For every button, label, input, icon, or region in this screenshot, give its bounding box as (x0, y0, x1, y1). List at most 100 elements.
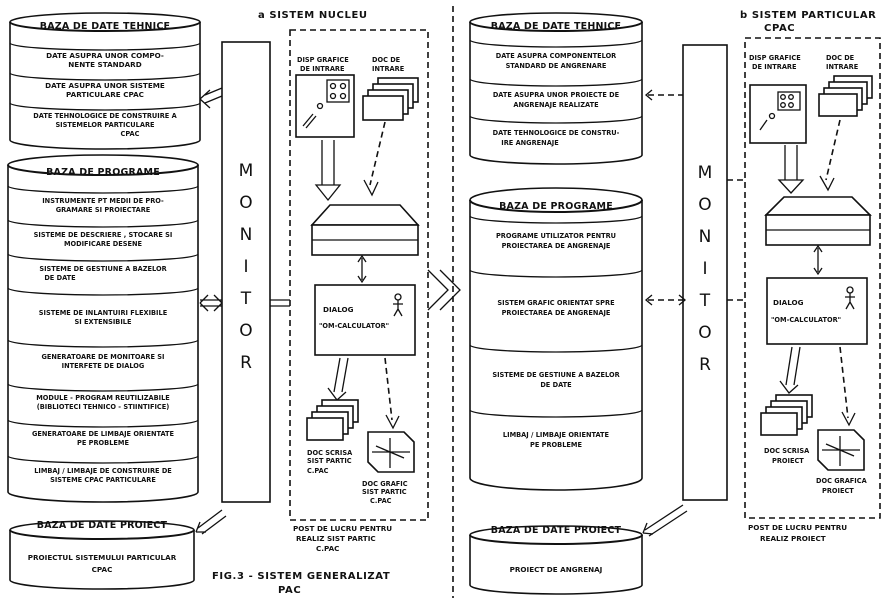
left-ws-caption-c: C.PAC (316, 544, 339, 553)
right-ws-doc-label-a: DOC DE (826, 54, 855, 62)
left-prog-item-1b: GRAMARE SI PROIECTARE (56, 206, 151, 214)
right-tech-db-item-2b: ANGRENAJE REALIZATE (513, 101, 599, 109)
figure-caption-2: PAC (278, 585, 301, 596)
right-tech-db-item-1a: DATE ASUPRA COMPONENTELOR (496, 52, 617, 60)
left-workstation: DISP GRAFICE DE INTRARE DOC DE INTRARE D… (290, 30, 428, 553)
left-tech-db-item-3b: SISTEMELOR PARTICULARE (55, 121, 155, 129)
right-project-db: BAZA DE DATE PROIECT PROIECT DE ANGRENAJ (470, 525, 642, 594)
left-prog-item-5b: INTERFETE DE DIALOG (62, 362, 145, 370)
right-ws-caption-b: REALIZ PROIECT (760, 534, 826, 543)
right-heading-2: CPAC (764, 23, 795, 34)
right-project-db-item: PROIECT DE ANGRENAJ (510, 565, 603, 574)
left-project-db-title: BAZA DE DATE PROIECT (37, 520, 168, 531)
right-ws-caption-a: POST DE LUCRU PENTRU (748, 523, 847, 532)
left-project-db-item-b: CPAC (92, 565, 113, 574)
left-prog-item-6b: (BIBLIOTECI TEHNICO - STIINTIFICE) (37, 403, 170, 411)
right-ws-doc-label-b: INTRARE (826, 63, 859, 71)
left-prog-item-4a: SISTEME DE INLANTUIRI FLEXIBILE (39, 309, 168, 317)
left-project-db: BAZA DE DATE PROIECT PROIECTUL SISTEMULU… (10, 520, 194, 589)
right-prog-item-1b: PROIECTAREA DE ANGRENAJE (502, 242, 611, 250)
right-tech-db: BAZA DE DATE TEHNICE DATE ASUPRA COMPONE… (470, 13, 642, 164)
right-monitor-letter-5: T (699, 291, 711, 311)
right-prog-item-4b: PE PROBLEME (530, 441, 582, 449)
left-tech-db-title: BAZA DE DATE TEHNICE (40, 21, 170, 32)
left-input-docs-stack (363, 78, 418, 120)
left-prog-item-4b: SI EXTENSIBILE (75, 318, 132, 326)
right-tech-db-item-1b: STANDARD DE ANGRENARE (506, 62, 607, 70)
left-output-graphic-doc (368, 432, 414, 472)
left-prog-item-7b: PE PROBLEME (77, 439, 129, 447)
right-output-graphic-doc (818, 430, 864, 470)
left-tech-db-item-3a: DATE TEHNOLOGICE DE CONSTRUIRE A (33, 112, 177, 120)
left-ws-doc-label-b: INTRARE (372, 65, 405, 73)
right-monitor-letter-4: I (702, 259, 707, 279)
left-monitor-letter-3: N (240, 225, 253, 245)
left-monitor-letter-1: M (239, 161, 254, 181)
left-prog-item-2b: MODIFICARE DESENE (64, 240, 143, 248)
right-prog-item-3a: SISTEME DE GESTIUNE A BAZELOR (492, 371, 619, 379)
right-out-graph-b: PROIECT (822, 487, 854, 495)
right-monitor-letter-1: M (698, 163, 713, 183)
left-prog-item-7a: GENERATOARE DE LIMBAJE ORIENTATE (32, 430, 175, 438)
left-program-db: BAZA DE PROGRAME INSTRUMENTE PT MEDII DE… (8, 155, 198, 502)
left-monitor-letter-5: T (240, 289, 252, 309)
left-prog-item-2a: SISTEME DE DESCRIERE , STOCARE SI (34, 231, 173, 239)
left-dialog-box: DIALOG "OM-CALCULATOR" (315, 285, 415, 355)
left-out-text-c: C.PAC (307, 467, 329, 475)
right-dialog-sub: "OM-CALCULATOR" (771, 316, 841, 324)
cross-connector-arrow (428, 270, 460, 310)
left-computer-unit (312, 205, 418, 255)
left-output-text-doc (307, 400, 358, 440)
right-output-text-doc (761, 395, 812, 435)
right-monitor-letter-7: R (699, 355, 711, 375)
right-monitor-letter-3: N (699, 227, 712, 247)
right-prog-item-2a: SISTEM GRAFIC ORIENTAT SPRE (497, 299, 615, 307)
left-tech-db-item-1b: NENTE STANDARD (68, 60, 141, 69)
right-out-graph-a: DOC GRAFICA (816, 477, 868, 485)
left-prog-item-3b: DE DATE (44, 274, 76, 282)
right-input-docs-stack (819, 76, 872, 116)
right-prog-item-3b: DE DATE (540, 381, 572, 389)
right-monitor-letter-2: O (698, 195, 711, 215)
left-tech-db-item-2a: DATE ASUPRA UNOR SISTEME (45, 81, 165, 90)
right-program-db: BAZA DE PROGRAME PROGRAME UTILIZATOR PEN… (470, 188, 642, 490)
left-prog-item-8b: SISTEME CPAC PARTICULARE (50, 476, 156, 484)
right-out-text-a: DOC SCRISA (764, 447, 810, 455)
right-tech-db-item-3a: DATE TEHNOLOGICE DE CONSTRU- (493, 129, 620, 137)
left-out-text-a: DOC SCRISA (307, 449, 353, 457)
right-prog-item-4a: LIMBAJ / LIMBAJE ORIENTATE (503, 431, 610, 439)
left-out-text-b: SIST PARTIC (307, 457, 352, 465)
left-project-db-item-a: PROIECTUL SISTEMULUI PARTICULAR (28, 553, 177, 562)
left-monitor: M O N I T O R (222, 42, 270, 502)
left-ws-dev-label-a: DISP GRAFICE (297, 56, 349, 64)
right-heading-1: b SISTEM PARTICULAR (740, 10, 876, 21)
right-prog-item-1a: PROGRAME UTILIZATOR PENTRU (496, 232, 616, 240)
left-program-db-title: BAZA DE PROGRAME (46, 167, 160, 178)
right-ws-dev-label-a: DISP GRAFICE (749, 54, 801, 62)
left-ws-caption-b: REALIZ SIST PARTIC (296, 534, 376, 543)
left-monitor-letter-2: O (239, 193, 252, 213)
right-monitor-letter-6: O (698, 323, 711, 343)
left-monitor-letter-4: I (243, 257, 248, 277)
left-monitor-letter-6: O (239, 321, 252, 341)
right-workstation: DISP GRAFICE DE INTRARE DOC DE INTRARE D… (745, 38, 880, 543)
right-computer-unit (766, 197, 870, 245)
left-tech-db-item-3c: CPAC (120, 130, 139, 138)
left-out-graph-b: SIST PARTIC (362, 488, 407, 496)
left-monitor-letter-7: R (240, 353, 252, 373)
left-out-graph-a: DOC GRAFIC (362, 480, 408, 488)
left-dialog-title: DIALOG (323, 305, 354, 314)
left-prog-item-6a: MODULE - PROGRAM REUTILIZABILE (36, 394, 170, 402)
left-tech-db-item-2b: PARTICULARE CPAC (66, 90, 144, 99)
right-tech-db-title: BAZA DE DATE TEHNICE (491, 21, 621, 32)
left-dialog-sub: "OM-CALCULATOR" (319, 322, 389, 330)
left-out-graph-c: C.PAC (370, 497, 392, 505)
left-ws-caption-a: POST DE LUCRU PENTRU (293, 524, 392, 533)
right-tech-db-item-3b: IRE ANGRENAJE (501, 139, 559, 147)
right-ws-dev-label-b: DE INTRARE (752, 63, 797, 71)
figure-caption-1: FIG.3 - SISTEM GENERALIZAT (212, 571, 390, 582)
right-dialog-title: DIALOG (773, 298, 804, 307)
right-tech-db-item-2a: DATE ASUPRA UNOR PROIECTE DE (493, 91, 620, 99)
right-program-db-title: BAZA DE PROGRAME (499, 201, 613, 212)
left-tech-db: BAZA DE DATE TEHNICE DATE ASUPRA UNOR CO… (10, 13, 200, 149)
